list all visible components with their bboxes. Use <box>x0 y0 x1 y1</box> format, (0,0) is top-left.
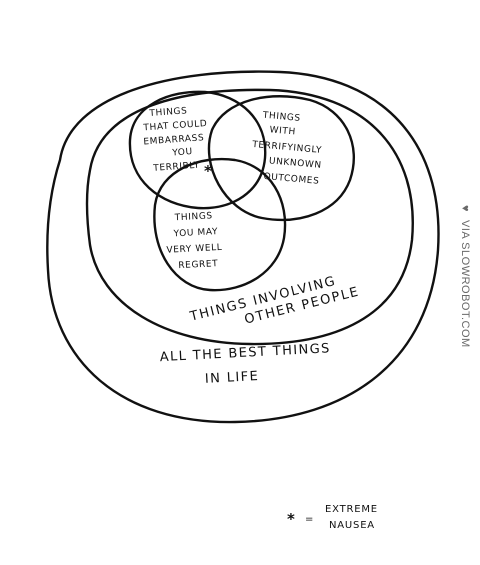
legend-equals: = <box>305 514 314 525</box>
regret-set-outline <box>153 157 287 292</box>
legend: * = EXTREME NAUSEA <box>287 504 382 531</box>
inner-region-outline <box>85 88 414 346</box>
legend-asterisk: * <box>287 510 295 528</box>
watermark-heart-icon: ♥ <box>459 205 471 212</box>
unknown-set-outline <box>207 95 355 222</box>
intersection-asterisk: * <box>204 162 212 180</box>
inner-region-label: THINGS INVOLVING OTHER PEOPLE <box>188 269 362 340</box>
watermark-text: VIA SLOWROBOT.COM <box>459 220 471 348</box>
embarrass-set-outline <box>128 90 267 210</box>
embarrass-label: THINGS THAT COULD EMBARRASS YOU TERRIBLY <box>141 105 214 175</box>
watermark: ♥ VIA SLOWROBOT.COM <box>459 205 471 348</box>
outer-region-label: ALL THE BEST THINGS IN LIFE <box>159 341 338 389</box>
regret-label: THINGS YOU MAY VERY WELL REGRET <box>165 211 227 272</box>
legend-text: EXTREME NAUSEA <box>325 504 382 531</box>
outer-region-outline <box>46 70 440 424</box>
